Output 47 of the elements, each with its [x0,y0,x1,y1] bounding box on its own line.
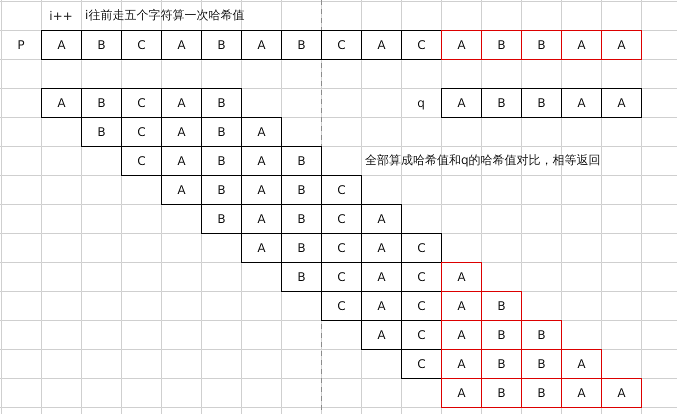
letter-cell: C [401,233,442,263]
letter-cell: C [321,291,362,321]
counter-text: i++ [48,8,74,24]
letter-cell: A [561,30,602,60]
letter-cell: C [121,146,162,176]
letter-cell: A [561,349,602,379]
letter-cell: B [201,30,242,60]
letter-cell: B [81,117,122,147]
letter-cell: A [361,320,402,350]
letter-cell: B [201,204,242,234]
letter-cell: B [521,320,562,350]
letter-cell: B [481,291,522,321]
letter-cell: A [361,204,402,234]
letter-cell: B [521,88,562,118]
row-label: q [416,94,426,112]
letter-cell: B [281,30,322,60]
letter-cell: A [241,30,282,60]
letter-cell: A [241,233,282,263]
letter-cell: B [281,262,322,292]
letter-cell: A [361,30,402,60]
letter-cell: C [401,349,442,379]
letter-cell: A [441,30,482,60]
letter-cell: A [601,30,642,60]
letter-cell: A [441,378,482,408]
letter-cell: A [601,88,642,118]
letter-cell: B [81,30,122,60]
letter-cell: A [441,262,482,292]
letter-cell: A [561,88,602,118]
letter-cell: B [481,88,522,118]
letter-cell: A [41,88,82,118]
letter-cell: B [481,30,522,60]
letter-cell: C [321,175,362,205]
letter-cell: C [121,30,162,60]
letter-cell: B [201,88,242,118]
letter-cell: A [41,30,82,60]
letter-cell: A [161,175,202,205]
letter-cell: A [601,378,642,408]
note-text: i往前走五个字符算一次哈希值 [85,7,244,24]
letter-cell: B [521,30,562,60]
row-label: P [16,36,26,54]
letter-cell: A [441,88,482,118]
letter-cell: A [241,117,282,147]
letter-cell: C [401,30,442,60]
letter-cell: B [281,146,322,176]
letter-cell: A [161,30,202,60]
note-text: 全部算成哈希值和q的哈希值对比，相等返回 [365,152,601,169]
letter-cell: C [321,30,362,60]
